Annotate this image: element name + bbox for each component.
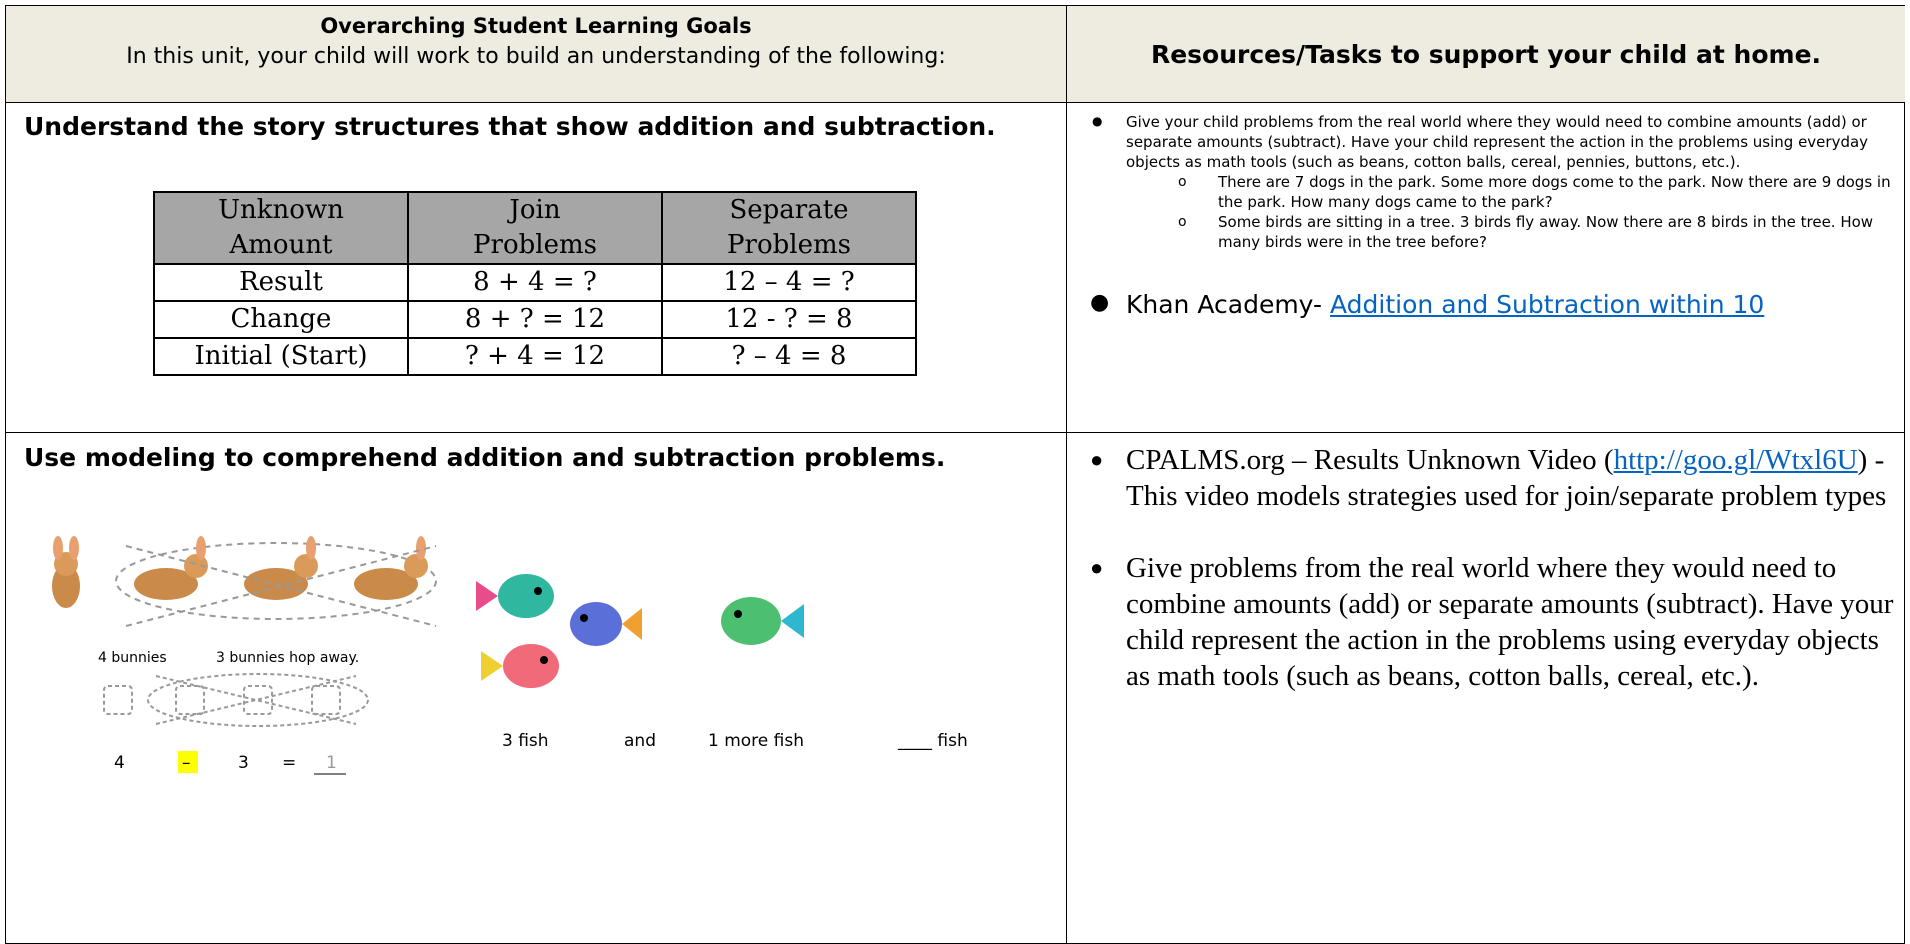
counter-box bbox=[243, 685, 273, 715]
table-row: Change 8 + ? = 12 12 - ? = 8 bbox=[153, 300, 917, 339]
circle-bullet-icon: o bbox=[1178, 174, 1187, 190]
bunny-icon bbox=[354, 536, 428, 600]
header-left-title: Overarching Student Learning Goals bbox=[320, 14, 752, 38]
resource-real-world-text: Give your child problems from the real w… bbox=[1126, 113, 1869, 171]
cross-out-line bbox=[125, 545, 437, 627]
counter-box bbox=[103, 685, 133, 715]
row-label-result: Result bbox=[153, 263, 409, 302]
circle-bullet-icon: o bbox=[1178, 214, 1187, 230]
minus-highlight bbox=[178, 751, 198, 773]
counter-box bbox=[175, 685, 205, 715]
resources-list-2: ● CPALMS.org – Results Unknown Video (ht… bbox=[1078, 442, 1896, 694]
equation-equals: = bbox=[282, 753, 296, 773]
header-right: Resources/Tasks to support your child at… bbox=[1067, 6, 1905, 102]
bunny-icon bbox=[52, 536, 80, 608]
list-item: ● Give problems from the real world wher… bbox=[1078, 550, 1896, 694]
join-change-cell: 8 + ? = 12 bbox=[407, 300, 663, 339]
list-item: ● CPALMS.org – Results Unknown Video (ht… bbox=[1078, 442, 1896, 514]
resource-real-world-text-2: Give problems from the real world where … bbox=[1126, 552, 1894, 692]
modeling-illustration: 4 bunnies 3 bunnies hop away. 4 – 3 = 1 bbox=[52, 536, 968, 775]
header-join-problems-label: Join Problems bbox=[473, 195, 597, 260]
bunny-icon bbox=[244, 536, 318, 600]
fish-icon bbox=[721, 597, 804, 645]
bullet-icon: ● bbox=[1090, 290, 1110, 315]
equation-4: 4 bbox=[114, 753, 125, 773]
cross-out-line bbox=[155, 675, 357, 725]
example-birds: Some birds are sitting in a tree. 3 bird… bbox=[1218, 213, 1874, 251]
fish-icon bbox=[570, 602, 642, 646]
bullet-icon: ● bbox=[1090, 555, 1104, 580]
bullet-icon: ● bbox=[1092, 114, 1103, 128]
header-separate-problems: Separate Problems bbox=[661, 191, 917, 265]
cpalms-video-link[interactable]: http://goo.gl/Wtxl6U bbox=[1613, 444, 1858, 476]
blank-fish-label: ____ fish bbox=[897, 731, 968, 751]
row-divider-2 bbox=[6, 432, 1904, 433]
bullet-icon: ● bbox=[1090, 447, 1104, 472]
counter-box bbox=[311, 685, 341, 715]
counters bbox=[103, 673, 369, 727]
equation-answer: 1 bbox=[326, 753, 337, 773]
bunny-icon bbox=[134, 536, 208, 600]
bunny-group-oval bbox=[115, 542, 437, 620]
story-structure-table: Unknown Amount Join Problems Separate Pr… bbox=[153, 191, 917, 376]
join-result-cell: 8 + 4 = ? bbox=[407, 263, 663, 302]
header-right-title: Resources/Tasks to support your child at… bbox=[1150, 39, 1822, 69]
row-label-initial: Initial (Start) bbox=[153, 337, 409, 376]
story-table-header-row: Unknown Amount Join Problems Separate Pr… bbox=[153, 191, 917, 265]
header-left: Overarching Student Learning Goals In th… bbox=[6, 6, 1066, 102]
list-item: ● Khan Academy- Addition and Subtraction… bbox=[1078, 290, 1898, 319]
table-row: Initial (Start) ? + 4 = 12 ? – 4 = 8 bbox=[153, 337, 917, 376]
table-row: Result 8 + 4 = ? 12 – 4 = ? bbox=[153, 263, 917, 302]
list-item: o There are 7 dogs in the park. Some mor… bbox=[1078, 172, 1898, 212]
header-separate-problems-label: Separate Problems bbox=[727, 195, 851, 260]
fish-icon bbox=[476, 574, 554, 618]
example-dogs: There are 7 dogs in the park. Some more … bbox=[1218, 173, 1891, 211]
cross-out-line bbox=[125, 545, 437, 627]
equation-3: 3 bbox=[238, 753, 249, 773]
and-label: and bbox=[624, 731, 656, 751]
cpalms-rest: ) - This video models strategies used fo… bbox=[1126, 444, 1887, 512]
header-unknown-amount: Unknown Amount bbox=[153, 191, 409, 265]
fish-label: 3 fish bbox=[502, 731, 549, 751]
fish-icon bbox=[481, 644, 559, 688]
join-initial-cell: ? + 4 = 12 bbox=[407, 337, 663, 376]
learning-goals-table: Overarching Student Learning Goals In th… bbox=[5, 5, 1905, 944]
list-item: o Some birds are sitting in a tree. 3 bi… bbox=[1078, 212, 1898, 252]
row-divider-1 bbox=[6, 102, 1904, 103]
more-fish-label: 1 more fish bbox=[708, 731, 804, 751]
header-join-problems: Join Problems bbox=[407, 191, 663, 265]
goal-2-title: Use modeling to comprehend addition and … bbox=[24, 443, 946, 472]
column-divider bbox=[1066, 6, 1067, 943]
list-item: ● Give your child problems from the real… bbox=[1078, 112, 1886, 172]
header-left-subtitle: In this unit, your child will work to bu… bbox=[126, 44, 946, 69]
khan-prefix: Khan Academy- bbox=[1126, 290, 1331, 319]
counter-group-oval bbox=[147, 673, 369, 727]
separate-result-cell: 12 – 4 = ? bbox=[661, 263, 917, 302]
hop-away-label: 3 bunnies hop away. bbox=[216, 650, 359, 666]
equation-minus: – bbox=[182, 753, 191, 773]
bunnies-label: 4 bunnies bbox=[98, 650, 167, 666]
separate-initial-cell: ? – 4 = 8 bbox=[661, 337, 917, 376]
row-label-change: Change bbox=[153, 300, 409, 339]
header-unknown-amount-label: Unknown Amount bbox=[218, 195, 344, 260]
cpalms-text: CPALMS.org – Results Unknown Video ( bbox=[1126, 444, 1614, 476]
separate-change-cell: 12 - ? = 8 bbox=[661, 300, 917, 339]
cross-out-line bbox=[155, 675, 357, 725]
resources-list-1: ● Give your child problems from the real… bbox=[1078, 112, 1898, 319]
goal-1-title: Understand the story structures that sho… bbox=[24, 112, 996, 141]
khan-academy-link[interactable]: Addition and Subtraction within 10 bbox=[1330, 290, 1765, 319]
